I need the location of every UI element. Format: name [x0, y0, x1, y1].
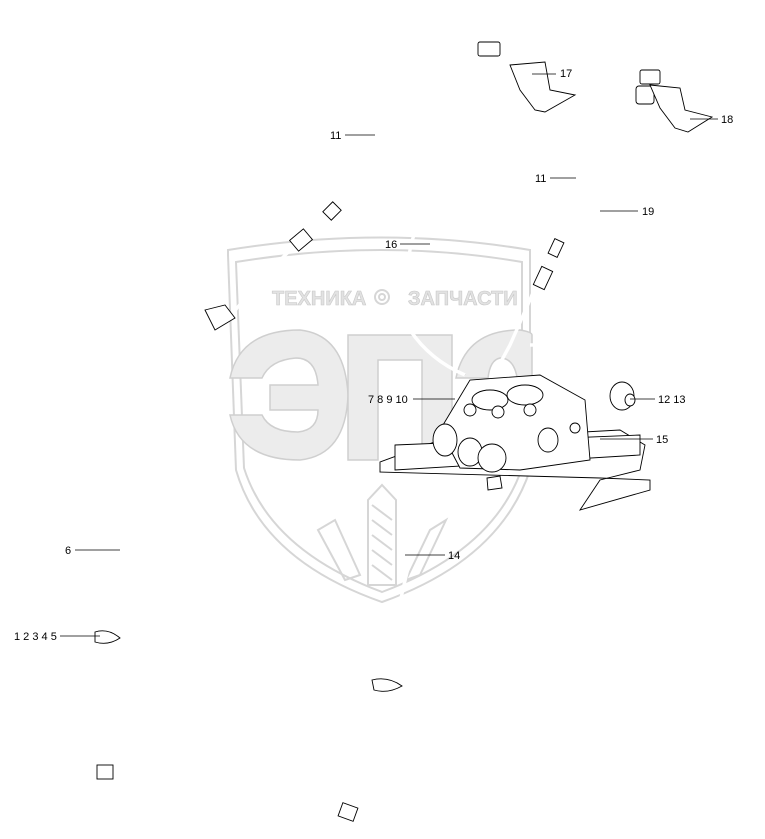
- coupling-left: [288, 228, 314, 252]
- clamp-left: [204, 304, 236, 331]
- callout-6: 6: [65, 545, 71, 557]
- callout-14: 14: [448, 550, 460, 562]
- clamp-1-5: [94, 630, 121, 644]
- watermark-word-left: ТЕХНИКА: [272, 288, 366, 310]
- watermark-logo: ТЕХНИКА ЗАПЧАСТИ: [227, 236, 533, 604]
- callouts: 17 18 11 11 19 16 7 8 9 10 12 13 15 6 14…: [14, 68, 733, 643]
- callout-11-right: 11: [535, 173, 546, 185]
- bracket-17: [509, 61, 577, 113]
- control-valve-assembly: [379, 374, 651, 511]
- fitting-top-left: [477, 41, 501, 57]
- watermark-wheat: [316, 483, 449, 586]
- coupling-right: [532, 265, 554, 291]
- end-nut-left: [96, 764, 114, 780]
- watermark-shield: [227, 236, 531, 604]
- watermark-letter-e1: [229, 329, 349, 461]
- leader-lines: [60, 73, 718, 637]
- fittings: [94, 41, 714, 822]
- watermark-gear-icon: [374, 289, 390, 305]
- callout-17: 17: [560, 68, 572, 80]
- fitting-top-right: [639, 69, 661, 85]
- callout-12-13: 12 13: [658, 394, 686, 406]
- end-nut-right: [337, 802, 359, 822]
- bracket-18: [649, 84, 714, 133]
- callout-11-left: 11: [330, 130, 341, 142]
- callout-19: 19: [642, 206, 654, 218]
- callout-18: 18: [721, 114, 733, 126]
- callout-16: 16: [385, 239, 397, 251]
- callout-1-2-3-4-5: 1 2 3 4 5: [14, 631, 57, 643]
- watermark-word-right: ЗАПЧАСТИ: [408, 288, 518, 310]
- callout-15: 15: [656, 434, 668, 446]
- hose-assembly: [98, 33, 652, 816]
- clamp-14: [371, 678, 403, 692]
- callout-7-8-9-10: 7 8 9 10: [368, 394, 408, 406]
- watermark-letter-p: [347, 334, 453, 461]
